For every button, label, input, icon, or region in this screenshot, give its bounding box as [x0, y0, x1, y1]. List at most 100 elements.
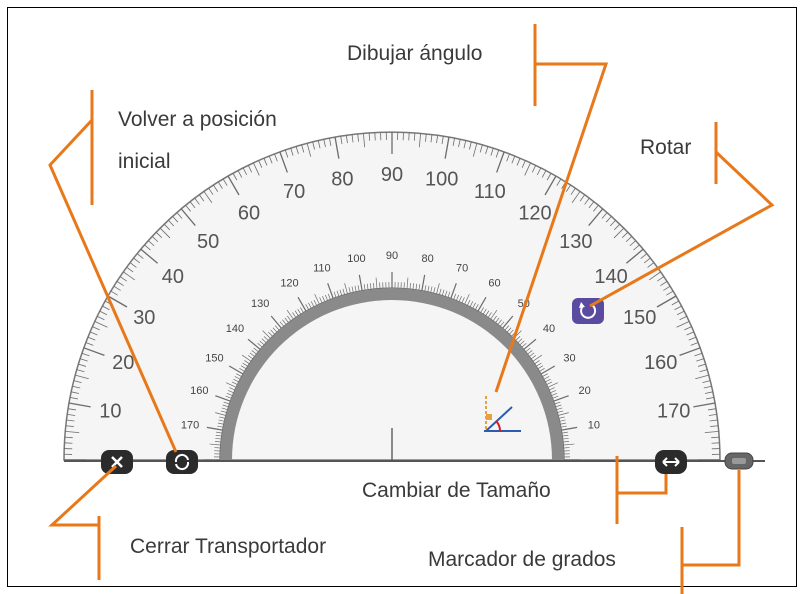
degree-marker-handle[interactable] [724, 452, 754, 470]
inner-tick [300, 307, 304, 313]
inner-tick [472, 302, 476, 309]
outer-tick [83, 347, 105, 356]
outer-tick [274, 153, 278, 162]
inner-scale-label: 120 [280, 277, 298, 289]
callout-resize-lines [617, 474, 668, 495]
inner-tick [215, 437, 222, 440]
outer-tick [469, 141, 472, 150]
inner-tick [444, 290, 448, 297]
outer-tick [217, 181, 223, 189]
inner-tick [262, 330, 271, 339]
inner-tick [348, 287, 351, 294]
outer-tick [613, 227, 625, 239]
outer-tick [295, 146, 299, 155]
inner-tick [453, 293, 457, 300]
inner-tick [523, 338, 537, 350]
outer-tick [686, 331, 695, 336]
close-button[interactable] [101, 450, 133, 474]
inner-tick [529, 352, 535, 357]
outer-tick [159, 227, 171, 239]
inner-tick [305, 304, 309, 310]
inner-tick [546, 381, 553, 385]
reset-position-button[interactable] [166, 450, 198, 474]
outer-degree-ticks [64, 132, 720, 461]
outer-tick [133, 257, 141, 264]
inner-tick [458, 296, 462, 302]
outer-tick [155, 231, 163, 238]
outer-scale-label: 50 [197, 231, 219, 253]
outer-tick [99, 310, 108, 316]
outer-tick [684, 326, 692, 331]
outer-tick [71, 391, 80, 394]
inner-tick [327, 293, 331, 300]
inner-tick [543, 376, 550, 380]
inner-tick [249, 352, 255, 357]
outer-scale-label: 90 [381, 164, 403, 186]
inner-tick [475, 304, 479, 310]
outer-tick [588, 201, 595, 209]
inner-tick [482, 308, 487, 315]
inner-tick [239, 368, 245, 372]
inner-tick [344, 283, 348, 294]
inner-tick [240, 365, 247, 370]
inner-tick [324, 294, 328, 301]
inner-tick [461, 297, 465, 304]
label-draw-angle: Dibujar ángulo [347, 42, 482, 65]
outer-scale-label: 130 [559, 231, 592, 253]
outer-tick [87, 336, 96, 341]
inner-tick [351, 286, 354, 293]
outer-tick [123, 271, 136, 281]
outer-tick [68, 402, 91, 408]
outer-tick [136, 253, 144, 259]
outer-tick [709, 419, 718, 422]
outer-tick [702, 380, 711, 383]
outer-tick [625, 248, 644, 264]
inner-tick [547, 382, 559, 388]
inner-tick [537, 365, 544, 370]
outer-tick [430, 134, 433, 143]
draw-angle-icon[interactable] [484, 396, 521, 432]
outer-tick [151, 236, 159, 243]
inner-tick [477, 296, 487, 312]
resize-icon [662, 457, 680, 467]
inner-tick [257, 342, 263, 348]
inner-tick [430, 286, 433, 293]
outer-tick [94, 321, 108, 328]
inner-tick [563, 443, 575, 446]
outer-scale-label: 30 [133, 307, 155, 329]
outer-tick [268, 155, 273, 164]
inner-tick [519, 340, 525, 346]
inner-tick [441, 289, 445, 296]
outer-tick [129, 262, 137, 268]
outer-scale-label: 10 [99, 400, 121, 422]
inner-tick [562, 437, 569, 440]
inner-tick [555, 404, 562, 408]
inner-tick [450, 283, 457, 299]
outer-tick [334, 136, 340, 159]
outer-tick [126, 266, 134, 273]
inner-scale-label: 30 [563, 353, 575, 365]
inner-tick [548, 387, 555, 391]
inner-tick [409, 282, 411, 289]
inner-scale-label: 90 [386, 250, 398, 262]
inner-tick [327, 283, 334, 299]
outer-tick [213, 184, 219, 192]
inner-tick [487, 312, 492, 318]
rotate-button[interactable] [572, 298, 604, 324]
callout-draw-angle-lines [494, 62, 609, 393]
inner-tick [506, 327, 512, 333]
inner-tick [342, 288, 345, 295]
inner-tick [464, 293, 470, 305]
inner-scale-label: 150 [205, 353, 223, 365]
inner-tick [539, 368, 545, 372]
outer-tick [176, 212, 183, 219]
outer-scale-label: 120 [518, 202, 551, 224]
resize-button[interactable] [655, 450, 687, 474]
inner-tick [480, 307, 484, 313]
outer-tick [113, 285, 121, 291]
rotate-icon [580, 304, 597, 319]
outer-tick [605, 215, 612, 223]
callout-reset-lines [48, 118, 178, 453]
